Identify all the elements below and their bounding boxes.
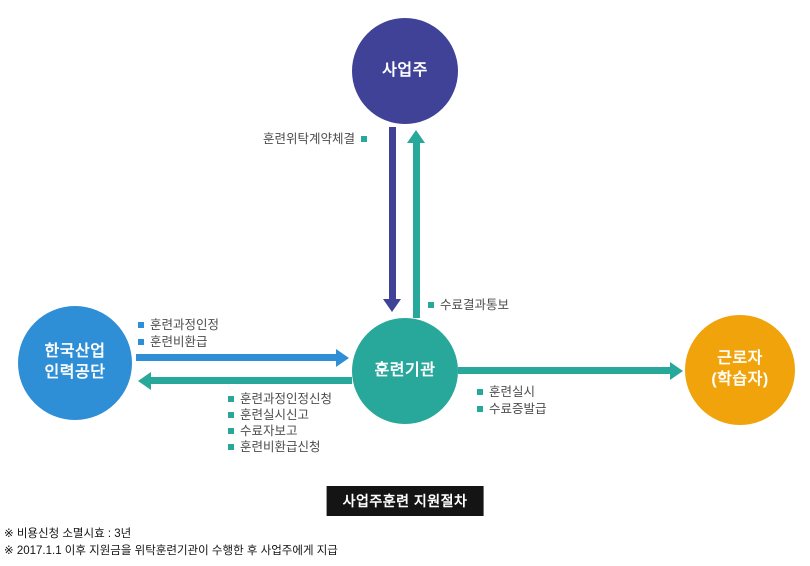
node-hrdk-label-line2: 인력공단 xyxy=(44,364,106,381)
bullet-square-icon xyxy=(477,389,483,396)
edge-label-org-to-hrdk-3: 수료자보고 xyxy=(228,425,298,438)
arrowhead-up-icon xyxy=(407,130,425,143)
edge-label-org-to-hrdk-2: 훈련실시신고 xyxy=(228,409,309,422)
arrowhead-right-blue-icon xyxy=(336,349,349,367)
bullet-square-icon xyxy=(138,322,144,329)
footnote-payment-rule: ※ 2017.1.1 이후 지원금을 위탁훈련기관이 수행한 후 사업주에게 지… xyxy=(4,545,338,557)
edge-label-org-to-hrdk-4-text: 훈련비환급신청 xyxy=(240,440,321,454)
edge-label-completion-report: 수료결과통보 xyxy=(428,299,509,312)
node-hrdk: 한국산업 인력공단 xyxy=(18,306,132,420)
edge-label-hrdk-to-org-2-text: 훈련비환급 xyxy=(150,335,208,349)
edge-label-org-to-hrdk-2-text: 훈련실시신고 xyxy=(240,408,310,422)
edge-label-org-to-hrdk-3-text: 수료자보고 xyxy=(240,424,298,438)
edge-label-org-to-hrdk-1-text: 훈련과정인정신청 xyxy=(240,392,333,406)
edge-label-contract-text: 훈련위탁계약체결 xyxy=(263,132,356,146)
bullet-square-icon xyxy=(228,428,234,435)
node-worker: 근로자 (학습자) xyxy=(685,315,795,425)
diagram-title-box: 사업주훈련 지원절차 xyxy=(326,486,484,516)
node-worker-label-line2: (학습자) xyxy=(711,371,769,388)
arrow-hrdk-to-training-shaft xyxy=(136,354,336,361)
arrowhead-right-teal-icon xyxy=(670,362,683,380)
bullet-square-icon xyxy=(138,339,144,346)
edge-label-hrdk-to-org-1: 훈련과정인정 xyxy=(138,319,219,332)
edge-label-org-to-hrdk-1: 훈련과정인정신청 xyxy=(228,393,332,406)
arrow-employer-to-training-shaft xyxy=(389,127,396,299)
bullet-square-icon xyxy=(477,406,483,413)
edge-label-org-to-worker-1-text: 훈련실시 xyxy=(489,385,536,399)
edge-label-org-to-hrdk-4: 훈련비환급신청 xyxy=(228,441,321,454)
arrowhead-left-teal-icon xyxy=(138,372,151,390)
bullet-square-icon xyxy=(228,444,234,451)
arrowhead-down-icon xyxy=(383,299,401,312)
edge-label-org-to-worker-2-text: 수료증발급 xyxy=(489,402,547,416)
edge-label-hrdk-to-org-2: 훈련비환급 xyxy=(138,336,208,349)
edge-label-completion-report-text: 수료결과통보 xyxy=(440,298,510,312)
node-training-org-label: 훈련기관 xyxy=(374,361,436,379)
bullet-square-icon xyxy=(361,136,368,143)
node-employer-label: 사업주 xyxy=(382,61,428,79)
edge-label-org-to-worker-1: 훈련실시 xyxy=(477,386,535,399)
node-hrdk-label-line1: 한국산업 xyxy=(44,343,106,361)
bullet-square-icon xyxy=(228,412,234,419)
node-training-org: 훈련기관 xyxy=(352,318,458,424)
edge-label-org-to-worker-2: 수료증발급 xyxy=(477,403,547,416)
arrow-training-to-employer-shaft xyxy=(413,143,420,318)
node-employer: 사업주 xyxy=(352,18,458,124)
arrow-training-to-worker-shaft xyxy=(458,367,670,374)
bullet-square-icon xyxy=(428,302,434,309)
edge-label-hrdk-to-org-1-text: 훈련과정인정 xyxy=(150,318,220,332)
arrow-training-to-hrdk-shaft xyxy=(151,377,352,384)
node-worker-label-line1: 근로자 xyxy=(717,350,763,368)
footnote-statute-of-limitations: ※ 비용신청 소멸시효 : 3년 xyxy=(4,528,132,540)
edge-label-contract: 훈련위탁계약체결 xyxy=(263,132,368,146)
bullet-square-icon xyxy=(228,396,234,403)
